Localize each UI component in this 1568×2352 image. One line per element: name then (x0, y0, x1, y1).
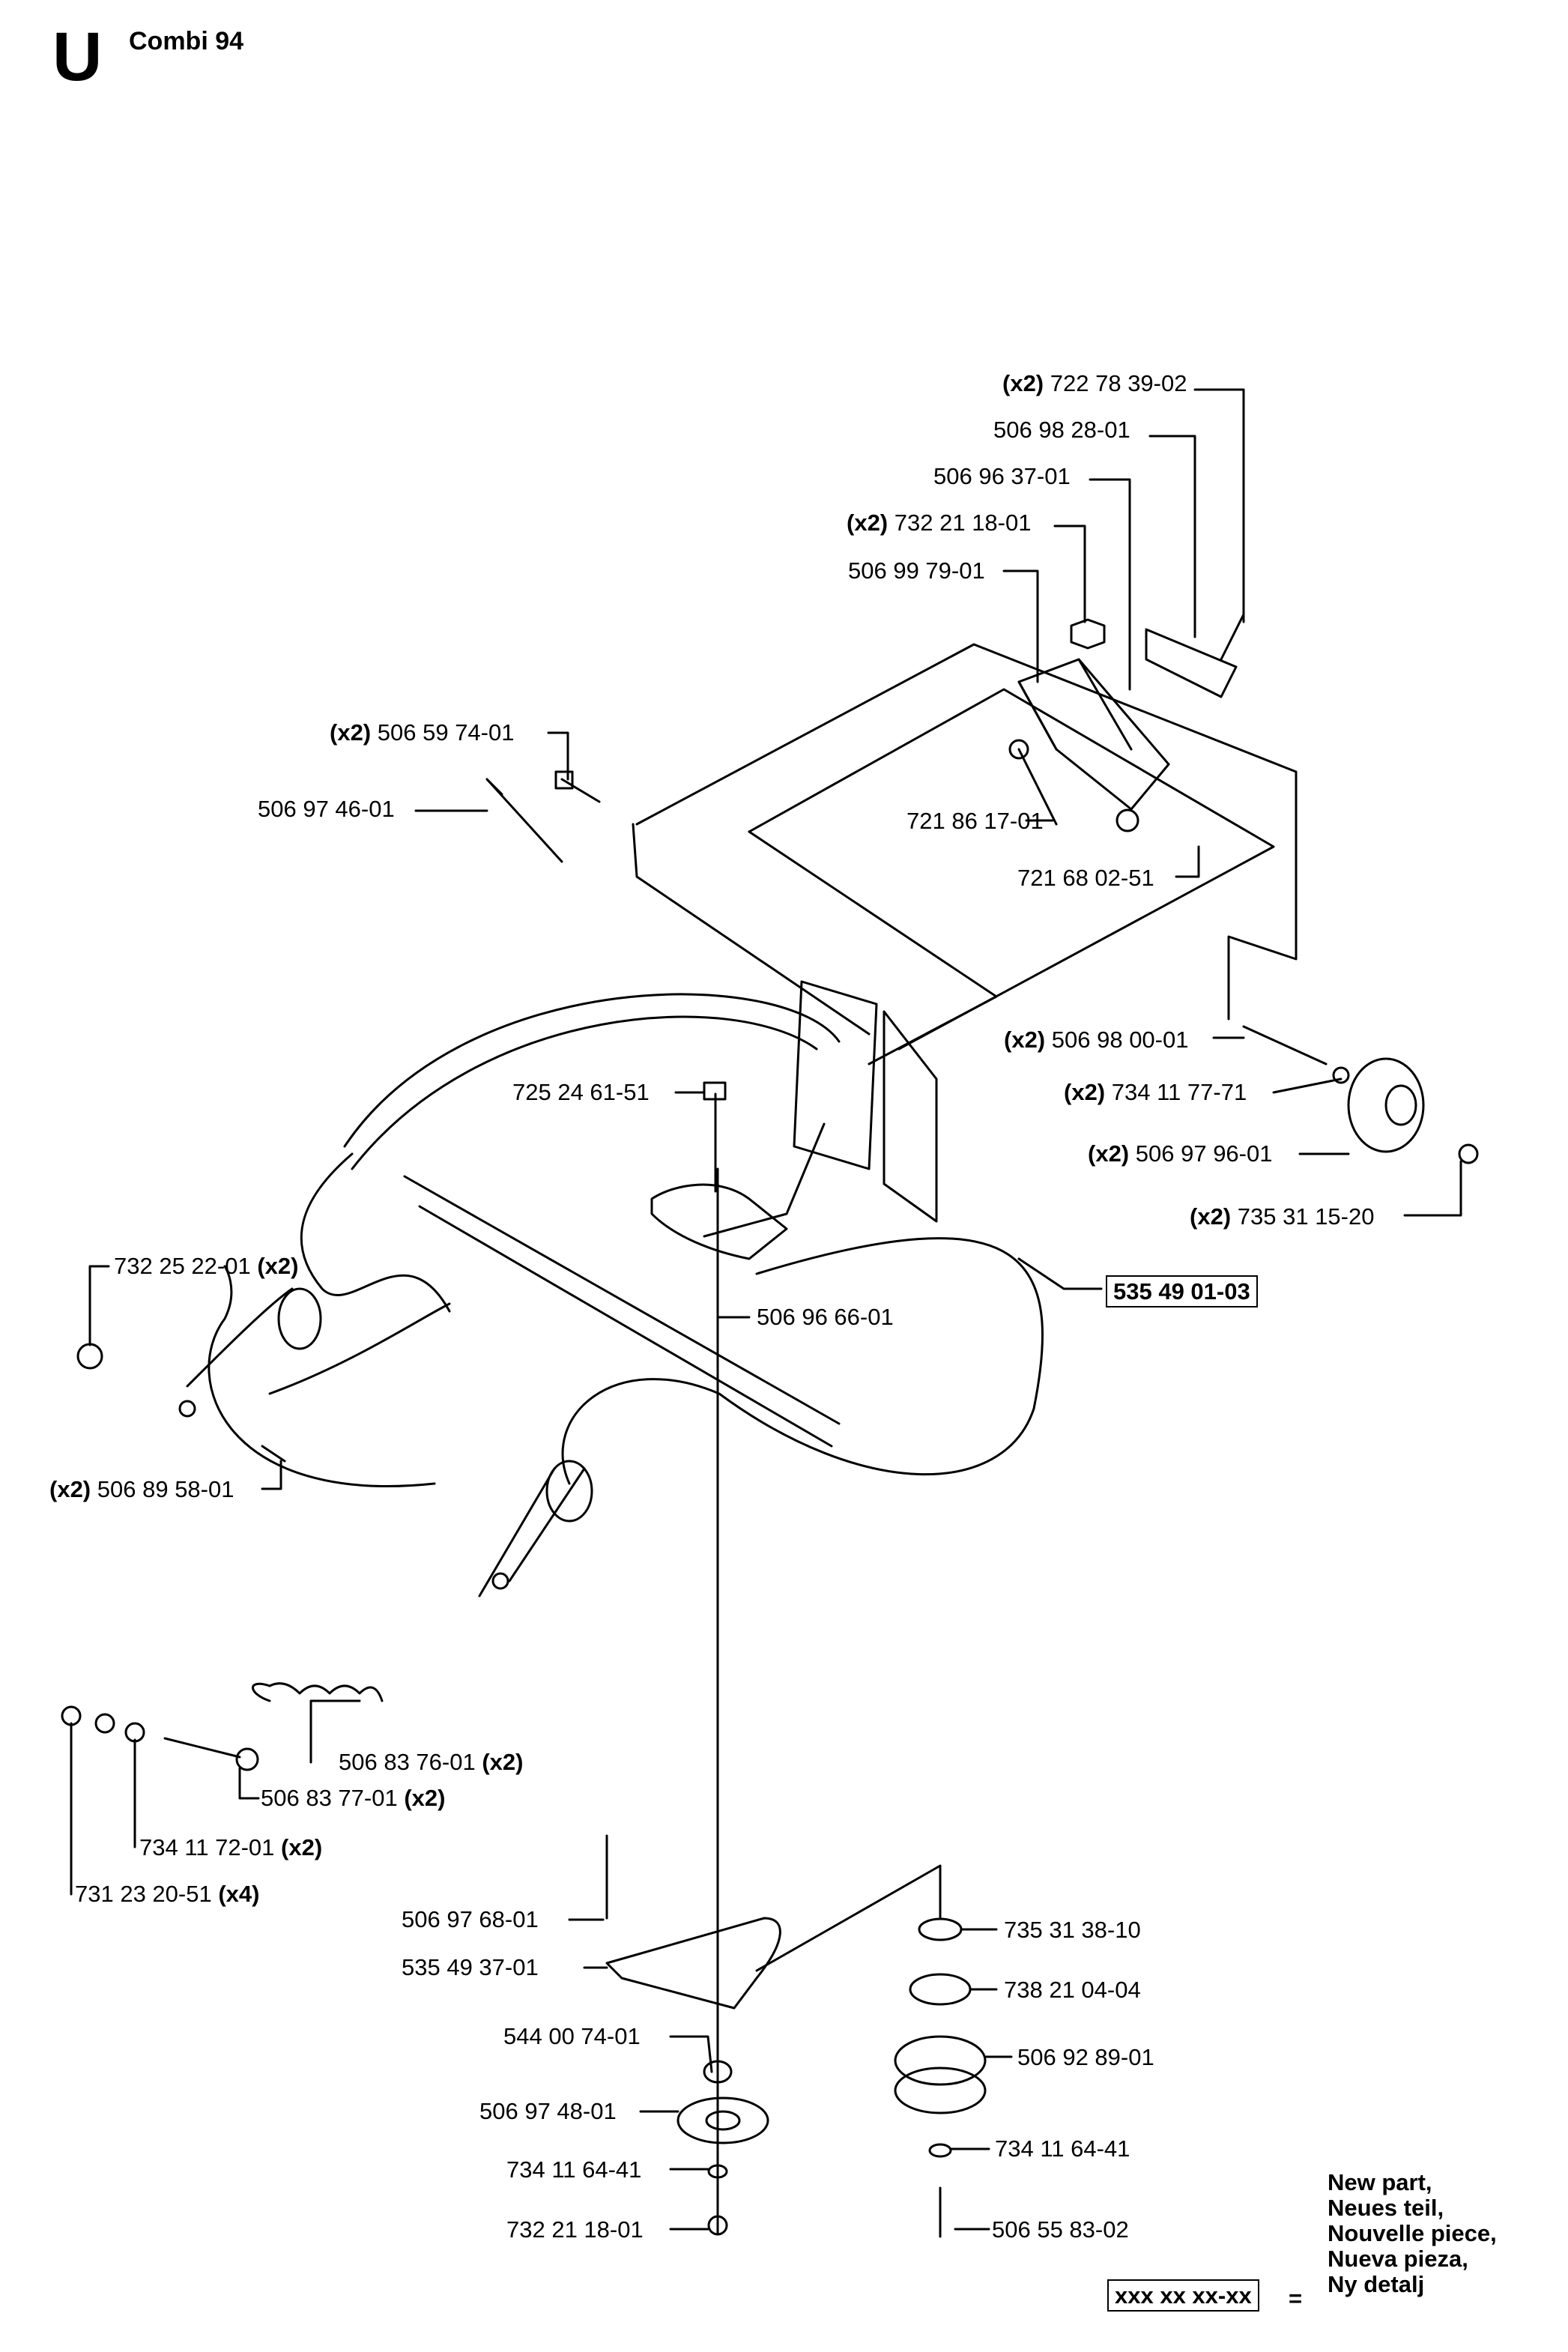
legend-line: Ny detalj (1328, 2271, 1425, 2297)
nut-upper (1070, 618, 1106, 650)
legend-line: Nouvelle piece, (1328, 2220, 1497, 2246)
idler-pulley (894, 2035, 987, 2086)
part-label-21: 731 23 20-51 (x4) (75, 1881, 260, 1907)
legend-line: Nueva pieza, (1328, 2246, 1468, 2272)
part-label-27: 732 21 18-01 (506, 2216, 644, 2243)
section-letter: U (52, 19, 103, 95)
lower-washer (124, 1722, 145, 1743)
frame-tube (208, 1265, 436, 1488)
legend-text: New part, Neues teil, Nouvelle piece, Nu… (1328, 2170, 1497, 2297)
upper-housing (1017, 658, 1170, 811)
bracket-plate-2 (883, 1010, 938, 1223)
part-label-23: 535 49 37-01 (402, 1954, 539, 1980)
part-label-28: 735 31 38-10 (1004, 1917, 1141, 1943)
part-label-10: (x2) 506 98 00-01 (1004, 1027, 1189, 1053)
frame-left-arm (186, 1287, 451, 1395)
frame-bottom-bar (403, 1175, 841, 1448)
part-label-31: 734 11 64-41 (995, 2135, 1130, 2162)
guide-line-2 (748, 688, 1275, 1050)
part-label-30: 506 92 89-01 (1017, 2044, 1154, 2070)
frame-tube-upper (561, 1237, 1044, 1485)
shield-plate (1145, 628, 1238, 698)
model-name: Combi 94 (129, 27, 244, 55)
part-label-12: 725 24 61-51 (512, 1079, 650, 1105)
axle-pin (1242, 1025, 1328, 1065)
foot-plate (650, 1183, 788, 1260)
part-label-11: (x2) 734 11 77-71 (1064, 1079, 1247, 1105)
housing-roller (1116, 808, 1139, 832)
part-label-1: (x2) 722 78 39-02 (1002, 370, 1187, 396)
guide-line-4 (748, 830, 998, 1065)
tension-spring (268, 1682, 384, 1702)
part-label-24: 544 00 74-01 (503, 2023, 641, 2049)
assembly-number: 535 49 01-03 (1106, 1275, 1258, 1307)
left-nut (76, 1343, 103, 1370)
guide-line-1 (635, 643, 1298, 1021)
pedal-arm (703, 1122, 826, 1238)
part-label-22: 506 97 68-01 (402, 1906, 539, 1932)
part-label-15: 732 25 22-01 (x2) (114, 1253, 299, 1279)
bearing (909, 1973, 972, 2006)
eyebolt (163, 1737, 241, 1759)
idler-guide (755, 1864, 942, 1972)
legend-line: New part, (1328, 2169, 1432, 2195)
part-label-20: 734 11 72-01 (x2) (139, 1834, 323, 1860)
wheel-washer (1332, 1066, 1350, 1084)
retaining-ring (918, 1917, 963, 1941)
pulley-bracket (605, 1917, 781, 2010)
bolt-upper (560, 778, 601, 803)
housing-pin (1017, 748, 1058, 826)
bracket-plate (793, 980, 878, 1170)
part-label-4: (x2) 732 21 18-01 (847, 510, 1032, 536)
frame-end-left (277, 1287, 322, 1350)
part-label-26: 734 11 64-41 (506, 2156, 642, 2183)
part-label-14: (x2) 735 31 15-20 (1190, 1203, 1375, 1230)
part-label-25: 506 97 48-01 (479, 2098, 617, 2124)
frame-right-arm (478, 1467, 586, 1597)
part-label-32: 506 55 83-02 (992, 2216, 1129, 2243)
part-label-18: 506 83 76-01 (x2) (339, 1749, 524, 1775)
part-label-5: 506 99 79-01 (848, 557, 985, 584)
lower-nut-b (61, 1705, 82, 1726)
part-label-8: 721 86 17-01 (906, 808, 1044, 834)
bolt-upper-head (554, 770, 574, 790)
frame-tube-side (300, 1152, 451, 1313)
part-label-3: 506 96 37-01 (933, 463, 1071, 489)
left-bolt (261, 1445, 286, 1463)
part-label-19: 506 83 77-01 (x2) (261, 1785, 446, 1811)
legend-equals: = (1289, 2285, 1303, 2312)
part-label-9: 721 68 02-51 (1017, 865, 1154, 891)
lower-nut-a (94, 1713, 115, 1734)
part-label-17: (x2) 506 89 58-01 (49, 1476, 234, 1502)
part-label-2: 506 98 28-01 (993, 417, 1130, 443)
wheel (1347, 1057, 1425, 1153)
pulley (676, 2096, 769, 2144)
part-label-13: (x2) 506 97 96-01 (1088, 1140, 1273, 1167)
frame-end-right (545, 1460, 593, 1523)
legend-part-box: xxx xx xx-xx (1107, 2279, 1259, 2312)
idler-washer (928, 2143, 952, 2158)
clip-spring (1220, 613, 1245, 661)
part-label-29: 738 21 04-04 (1004, 1977, 1141, 2003)
part-label-16: 506 96 66-01 (757, 1304, 894, 1330)
part-label-7: 506 97 46-01 (258, 796, 395, 822)
wheel-nut (1458, 1143, 1479, 1164)
guide-line-3 (632, 823, 871, 1036)
part-label-6: (x2) 506 59 74-01 (330, 719, 515, 746)
lock-rod (485, 778, 563, 863)
legend-line: Neues teil, (1328, 2195, 1444, 2221)
